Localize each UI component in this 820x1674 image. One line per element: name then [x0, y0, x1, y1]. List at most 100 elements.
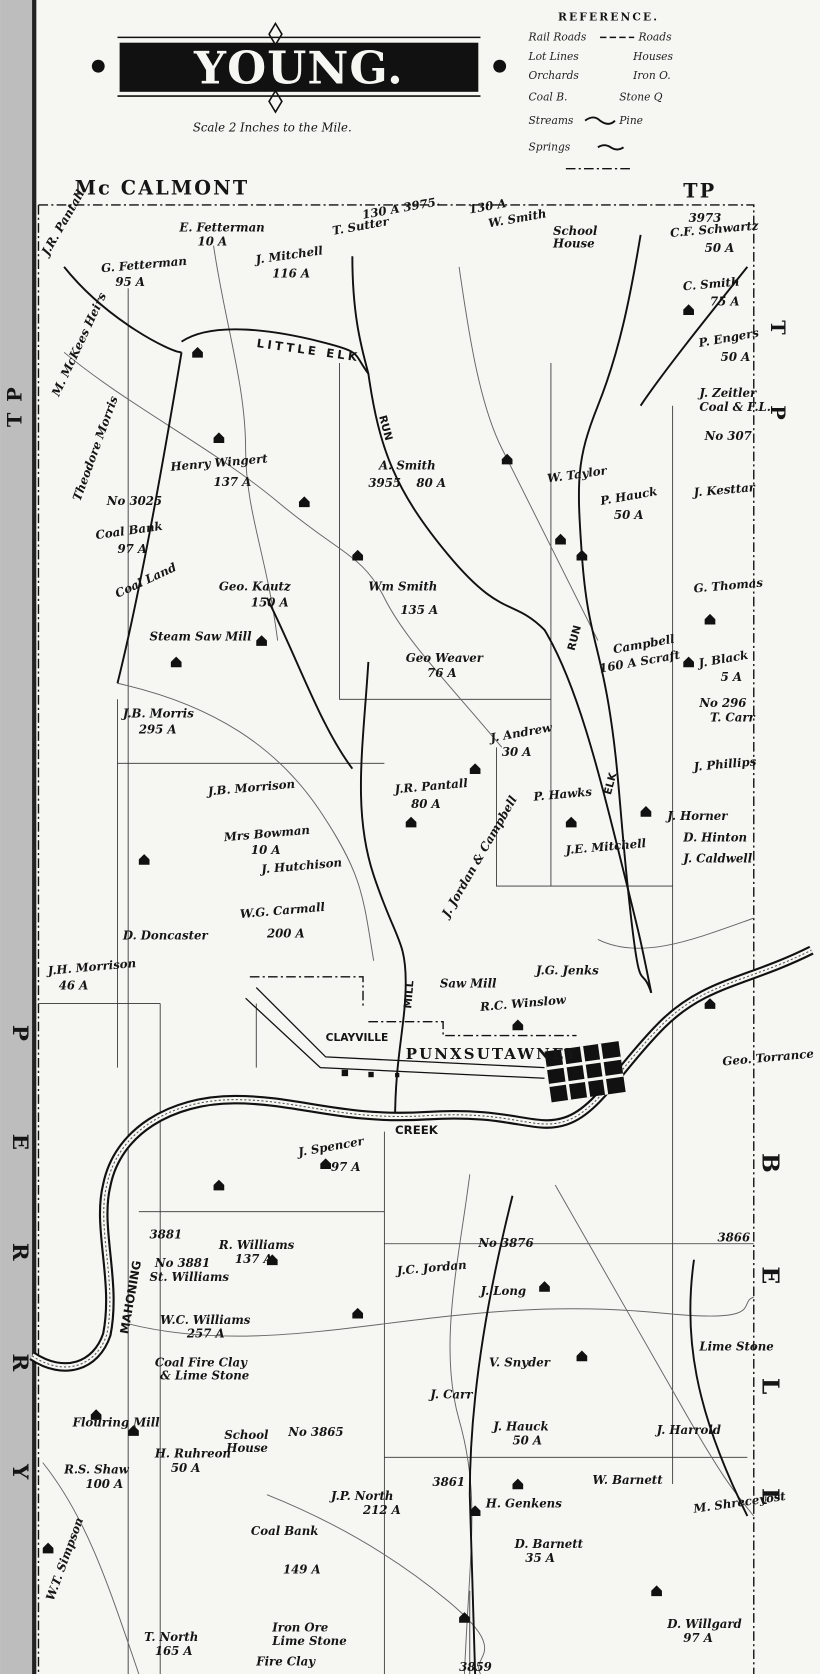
legend-lot-lines: Lot Lines: [528, 50, 580, 63]
owner-label: 3859: [459, 1660, 492, 1674]
owner-label: J. Carr: [428, 1388, 473, 1402]
owner-label: P. Engers: [696, 325, 760, 350]
mill-run: [359, 661, 407, 1121]
owner-label: Coal & F.L.: [699, 400, 771, 414]
owner-label: J. Kesttar: [691, 480, 756, 500]
owner-label: Mrs Bowman: [222, 823, 310, 845]
owner-label: 80 A: [411, 797, 441, 811]
owner-label: G. Thomas: [693, 575, 764, 595]
border-label-right-upper: T P: [766, 320, 789, 451]
owner-label: 116 A: [272, 267, 310, 281]
house-icon: [256, 635, 267, 646]
place-elk: ELK: [601, 770, 620, 796]
owner-label: Coal Bank: [251, 1524, 318, 1538]
owner-label: W. Barnett: [593, 1473, 664, 1487]
owner-label: 10 A: [198, 235, 228, 249]
place-mill: MILL: [401, 980, 416, 1009]
owner-label: Lime Stone: [271, 1634, 346, 1648]
owner-label: School: [224, 1428, 269, 1442]
house-icon: [539, 1281, 550, 1292]
owner-label: 295 A: [138, 722, 177, 736]
owner-label: R.S. Shaw: [63, 1462, 130, 1476]
legend-rail-roads: Rail Roads: [528, 31, 587, 44]
owner-label: 200 A: [266, 926, 305, 940]
owner-label: J.H. Morrison: [45, 956, 136, 978]
place-creek: CREEK: [395, 1123, 439, 1137]
house-icon: [298, 496, 310, 508]
border-label-left-lower: P E R R Y: [7, 1025, 32, 1522]
owner-label: H. Ruhreon: [154, 1446, 231, 1460]
owner-label: J. Black: [695, 648, 749, 671]
owner-label: & Lime Stone: [160, 1368, 249, 1382]
owner-label: W. Taylor: [546, 463, 608, 485]
owner-label: Saw Mill: [440, 977, 497, 991]
house-icon: [565, 816, 577, 828]
owner-label: Fire Clay: [255, 1654, 316, 1668]
owner-label: Theodore Morris: [70, 394, 121, 503]
owner-label: P. Hawks: [532, 785, 593, 804]
owner-label: 46 A: [59, 979, 89, 993]
legend-pine: Pine: [618, 114, 643, 127]
owner-label: J.C. Jordan: [394, 1258, 467, 1278]
owner-label: 3866: [717, 1231, 750, 1245]
owner-label: St. Williams: [150, 1270, 230, 1284]
streams: [29, 234, 814, 1674]
owner-label: 135 A: [400, 603, 438, 617]
owner-label: R. Williams: [218, 1238, 295, 1252]
owner-label: T. Carr: [710, 711, 756, 725]
owner-label: 3861: [432, 1475, 465, 1489]
owner-label: J.P. North: [329, 1489, 393, 1503]
place-run-2: RUN: [565, 624, 584, 652]
owner-label: T. North: [144, 1630, 198, 1644]
owner-label: 80 A: [416, 476, 446, 490]
owner-label: W.T. Simpson: [43, 1516, 86, 1603]
map-title: YOUNG.: [193, 41, 404, 94]
owner-label: J. Hauck: [491, 1420, 548, 1434]
owner-label: H. Genkens: [485, 1496, 562, 1510]
owner-label: D. Willgard: [666, 1617, 741, 1631]
owner-label: School: [553, 224, 598, 238]
owner-label: J. Jordan & Campbell: [438, 793, 520, 921]
owner-label: J.B. Morrison: [205, 777, 295, 799]
owner-label: 3955: [368, 476, 401, 490]
house-icon: [512, 1019, 524, 1031]
owner-label: 150 A: [251, 595, 289, 609]
owner-label: J. Spencer: [295, 1134, 365, 1160]
owner-label: J. Hutchison: [259, 855, 343, 876]
owner-label: R.C. Winslow: [479, 992, 568, 1014]
township-boundary: [37, 204, 755, 1674]
little-elk-run: [181, 328, 653, 994]
house-icon: [352, 1307, 364, 1319]
owner-label: 50 A: [705, 241, 735, 255]
owner-label: W.G. Carmall: [239, 900, 326, 921]
owner-label: J. Caldwell: [681, 852, 752, 866]
owner-label: 50 A: [171, 1461, 201, 1475]
owner-label: E. Fetterman: [178, 221, 264, 235]
house-icon: [704, 998, 716, 1009]
owner-label: 257 A: [186, 1327, 225, 1341]
house-icon: [501, 453, 513, 465]
place-punxsutawney: PUNXSUTAWNEY: [406, 1045, 579, 1063]
owner-label: 75 A: [710, 294, 740, 308]
owner-label: A. Smith: [378, 459, 436, 473]
house-icon: [512, 1478, 524, 1490]
owner-label: Coal Land: [113, 560, 179, 601]
house-icon: [683, 304, 694, 315]
owner-label: Geo. Kautz: [219, 579, 291, 593]
owner-label: T. Sutter: [331, 214, 390, 238]
reference-legend: REFERENCE. Rail Roads Roads Lot Lines Ho…: [528, 10, 673, 170]
owner-label: 76 A: [427, 666, 457, 680]
owner-label: D. Doncaster: [122, 928, 209, 942]
owner-label: C. Smith: [682, 274, 740, 293]
owner-label: 100 A: [85, 1477, 123, 1491]
owner-label: 95 A: [115, 275, 145, 289]
owner-label: House: [225, 1441, 268, 1455]
owner-label: D. Barnett: [514, 1537, 584, 1551]
legend-streams: Streams: [529, 114, 574, 127]
house-icon: [320, 1158, 331, 1170]
owner-label: 35 A: [525, 1551, 555, 1565]
owner-label: W.C. Williams: [160, 1313, 251, 1327]
owner-label: 3973: [689, 211, 722, 225]
owner-label: C.F. Schwartz: [670, 218, 760, 240]
owner-label: J. Andrew: [487, 720, 554, 745]
